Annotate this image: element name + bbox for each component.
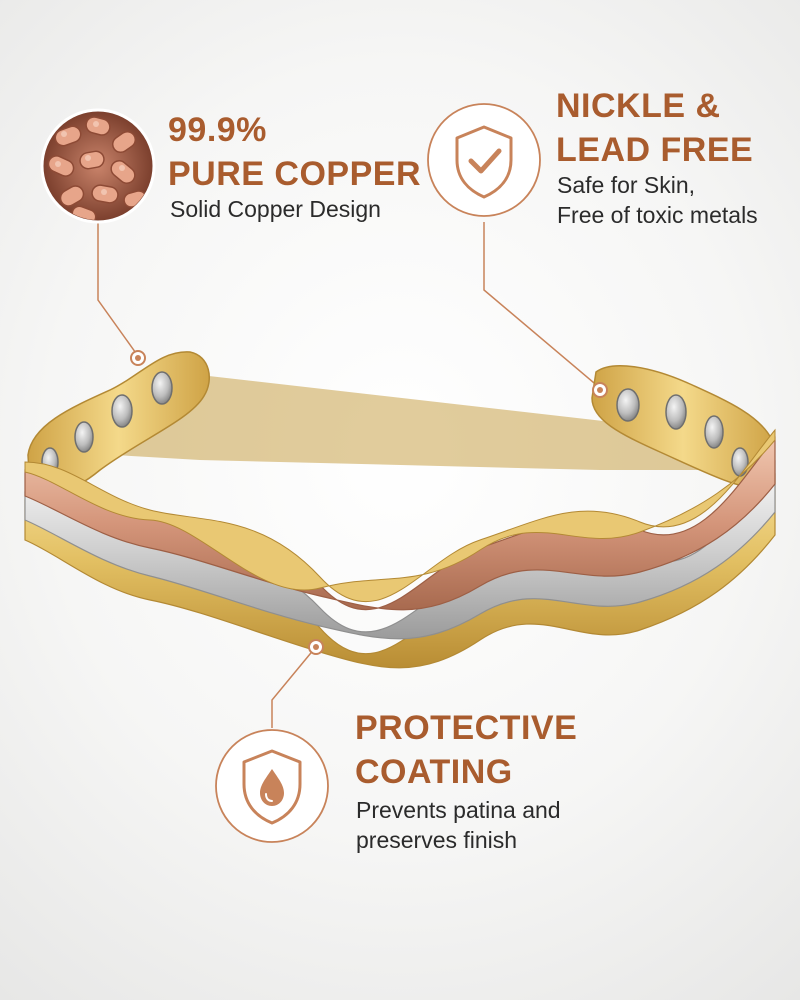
nickle-free-title: NICKLE & LEAD FREE — [556, 87, 754, 169]
callout-dots — [130, 350, 608, 655]
magnet — [151, 371, 173, 405]
protective-coating-description: Prevents patina and preserves finish — [356, 797, 561, 853]
protective-coating-title: PROTECTIVE COATING — [355, 709, 578, 791]
shield-droplet-icon — [215, 729, 329, 843]
magnet — [616, 388, 640, 422]
magnet — [665, 394, 687, 430]
shield-check-icon — [427, 103, 541, 217]
nickle-callout-line — [483, 222, 601, 389]
pure-copper-description: Solid Copper Design — [170, 196, 381, 222]
coating-callout-line — [271, 647, 316, 728]
magnet — [111, 394, 133, 428]
nickle-free-description: Safe for Skin, Free of toxic metals — [557, 172, 758, 228]
band-gold-trim — [24, 428, 776, 602]
magnet — [731, 447, 749, 477]
right-end-magnets — [616, 388, 749, 477]
magnet — [74, 421, 94, 453]
bracelet-inner-rim — [30, 374, 772, 470]
callout-lines — [97, 222, 601, 728]
magnet — [704, 415, 724, 449]
copper-callout-line — [97, 222, 139, 357]
copper-pellets-icon — [40, 108, 156, 224]
pure-copper-title: 99.9% PURE COPPER — [168, 111, 421, 193]
